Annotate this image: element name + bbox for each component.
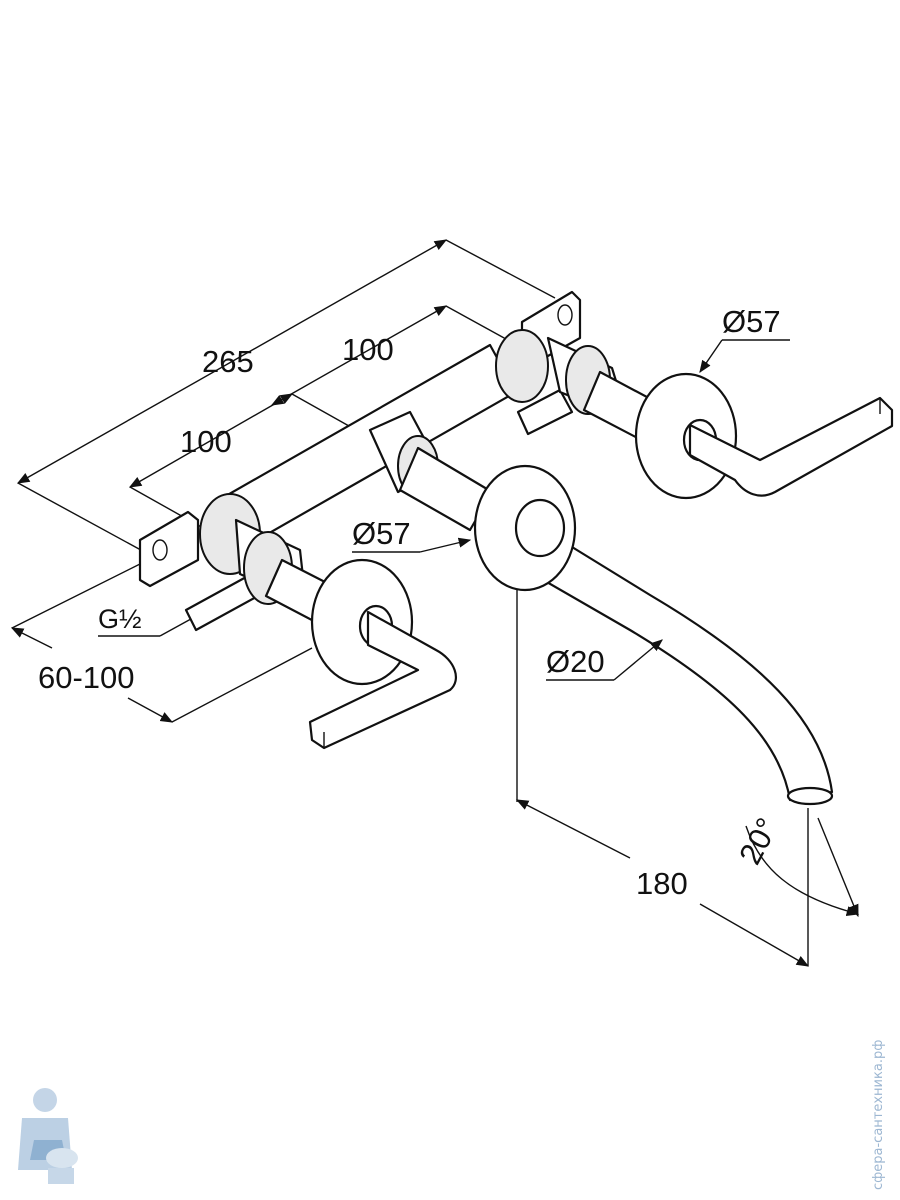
dim-overall-265	[16, 239, 556, 556]
lever-handle-right	[688, 396, 894, 497]
label-spacing-left: 100	[180, 424, 232, 459]
spout-tube	[498, 513, 834, 806]
spout-body	[368, 410, 494, 532]
label-spout-diameter: Ø20	[546, 644, 605, 679]
lever-handle-left	[308, 610, 457, 750]
dim-wall-depth	[10, 559, 313, 723]
label-thread: G½	[98, 604, 142, 634]
label-overall-width: 265	[202, 344, 254, 379]
label-wall-depth: 60-100	[38, 660, 135, 695]
label-spout-projection: 180	[636, 866, 688, 901]
dim-spout-projection	[515, 590, 810, 967]
label-spout-angle: 20°	[732, 812, 785, 870]
rosette-spout	[473, 464, 577, 592]
dim-spout-diameter-leader	[546, 639, 663, 681]
label-spacing-right: 100	[342, 332, 394, 367]
label-rosette-spout: Ø57	[352, 516, 411, 551]
watermark-plumber-logo	[18, 1088, 78, 1184]
label-rosette-right: Ø57	[722, 304, 781, 339]
valve-right	[546, 336, 738, 500]
wall-bracket-left	[138, 510, 260, 632]
dim-rosette-right-leader	[699, 339, 790, 374]
dim-spout-angle	[745, 817, 860, 918]
dim-rosette-spout-leader	[352, 537, 472, 553]
watermark-text: сфера-сантехника.рф	[871, 1040, 886, 1190]
connecting-pipe	[199, 329, 549, 575]
